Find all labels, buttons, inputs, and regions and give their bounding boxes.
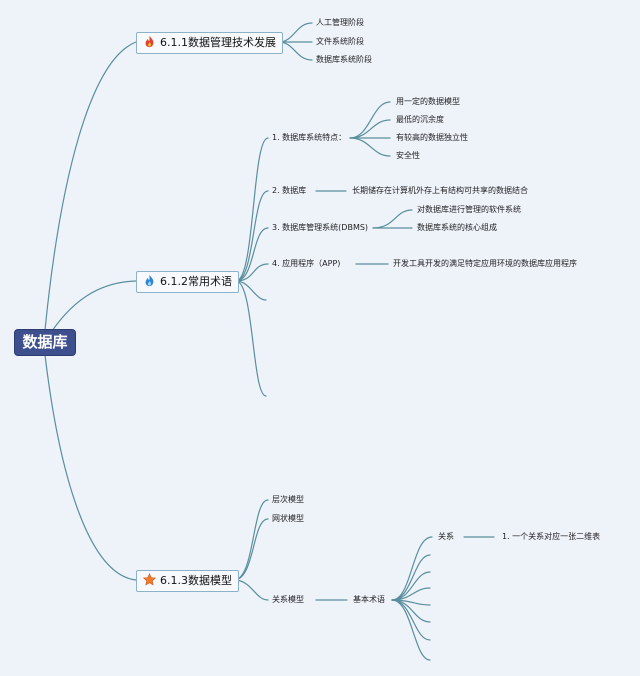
fire-red-icon	[145, 35, 154, 48]
leaf-relation-detail[interactable]: 1. 一个关系对应一张二维表	[502, 532, 601, 541]
leaf-file-system-stage[interactable]: 文件系统阶段	[316, 37, 364, 46]
leaf-min-redundancy[interactable]: 最低的沉余度	[396, 115, 444, 124]
leaf-database-definition[interactable]: 长期储存在计算机外存上有结构可共享的数据结合	[352, 186, 528, 195]
branch-label: 6.1.2常用术语	[160, 275, 232, 288]
fire-blue-icon	[145, 274, 154, 287]
leaf-data-model[interactable]: 用一定的数据模型	[396, 97, 460, 106]
leaf-relation[interactable]: 关系	[438, 532, 454, 541]
term-dbms[interactable]: 3. 数据库管理系统(DBMS)	[272, 223, 369, 232]
leaf-data-independence[interactable]: 有较高的数据独立性	[396, 133, 468, 142]
branch-common-terms[interactable]: 6.1.2常用术语	[136, 271, 239, 293]
branch-label: 6.1.1数据管理技术发展	[160, 36, 276, 49]
leaf-application-definition[interactable]: 开发工具开发的满足特定应用环境的数据库应用程序	[393, 259, 577, 268]
leaf-security[interactable]: 安全性	[396, 151, 420, 160]
term-application[interactable]: 4. 应用程序（APP)	[272, 259, 341, 268]
term-db-system-features[interactable]: 1. 数据库系统特点：	[272, 133, 347, 142]
branch-label: 6.1.3数据模型	[160, 574, 232, 587]
term-database[interactable]: 2. 数据库	[272, 186, 307, 195]
leaf-basic-terms[interactable]: 基本术语	[353, 595, 385, 604]
star-icon	[143, 573, 156, 586]
branch-data-management-history[interactable]: 6.1.1数据管理技术发展	[136, 32, 283, 54]
leaf-network-model[interactable]: 网状模型	[272, 514, 304, 523]
root-node[interactable]: 数据库	[15, 330, 75, 355]
branch-data-model[interactable]: 6.1.3数据模型	[136, 570, 239, 592]
leaf-dbms-core[interactable]: 数据库系统的核心组成	[417, 223, 497, 232]
leaf-manual-stage[interactable]: 人工管理阶段	[316, 18, 364, 27]
leaf-relational-model[interactable]: 关系模型	[272, 595, 304, 604]
leaf-database-system-stage[interactable]: 数据库系统阶段	[316, 55, 372, 64]
leaf-dbms-software[interactable]: 对数据库进行管理的软件系统	[417, 205, 521, 214]
leaf-hierarchical-model[interactable]: 层次模型	[272, 495, 304, 504]
